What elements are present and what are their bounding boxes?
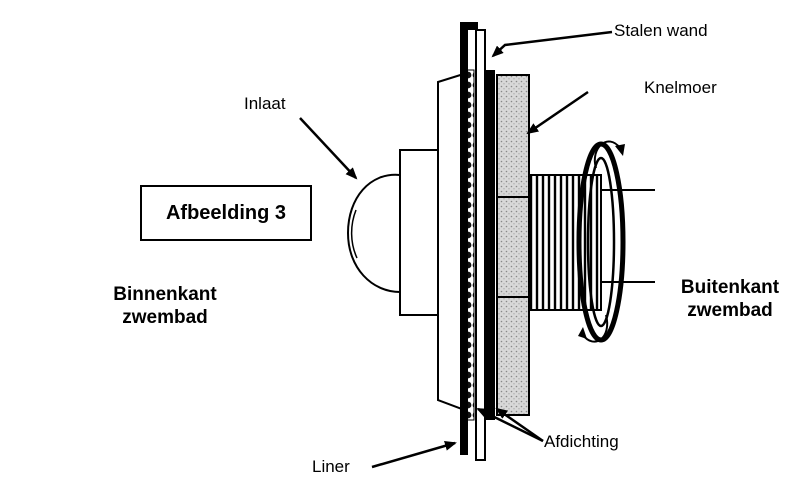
leader-seal-2 (495, 407, 544, 443)
leader-clamp-nut (526, 90, 589, 135)
leader-seal-1 (476, 407, 544, 443)
clamp-nut-middle (496, 196, 530, 298)
label-outside-pool: Buitenkant zwembad (660, 276, 800, 322)
rotation-arrowhead-bottom (578, 327, 587, 339)
label-inside-pool: Binnenkant zwembad (97, 283, 233, 329)
inlet-dome-highlight (350, 209, 358, 259)
leader-steel-wall (491, 30, 613, 58)
label-outside-line1: Buitenkant (680, 277, 780, 298)
label-steel-wall: Stalen wand (614, 21, 708, 40)
label-clamp-nut: Knelmoer (644, 78, 717, 97)
rotation-ring-inner (586, 156, 616, 328)
label-inside-line1: Binnenkant (113, 284, 217, 305)
steel-wall (475, 29, 486, 461)
label-outside-line2: zwembad (687, 300, 773, 322)
seal-outer (486, 70, 495, 420)
inlet-dome (346, 173, 401, 294)
label-seal: Afdichting (544, 432, 619, 451)
clamp-nut-bottom (496, 296, 530, 416)
leader-liner (371, 440, 457, 469)
label-inside-line2: zwembad (122, 307, 208, 329)
inlet-collar (399, 149, 439, 316)
rotation-arrowhead-top (615, 144, 625, 156)
rotation-arrow-top (593, 140, 621, 169)
label-liner: Liner (312, 457, 350, 476)
clamp-nut-top (496, 74, 530, 198)
liner (460, 22, 478, 455)
figure-title: Afbeelding 3 (140, 185, 312, 241)
label-inlet: Inlaat (244, 94, 286, 113)
leader-inlet (299, 117, 358, 180)
